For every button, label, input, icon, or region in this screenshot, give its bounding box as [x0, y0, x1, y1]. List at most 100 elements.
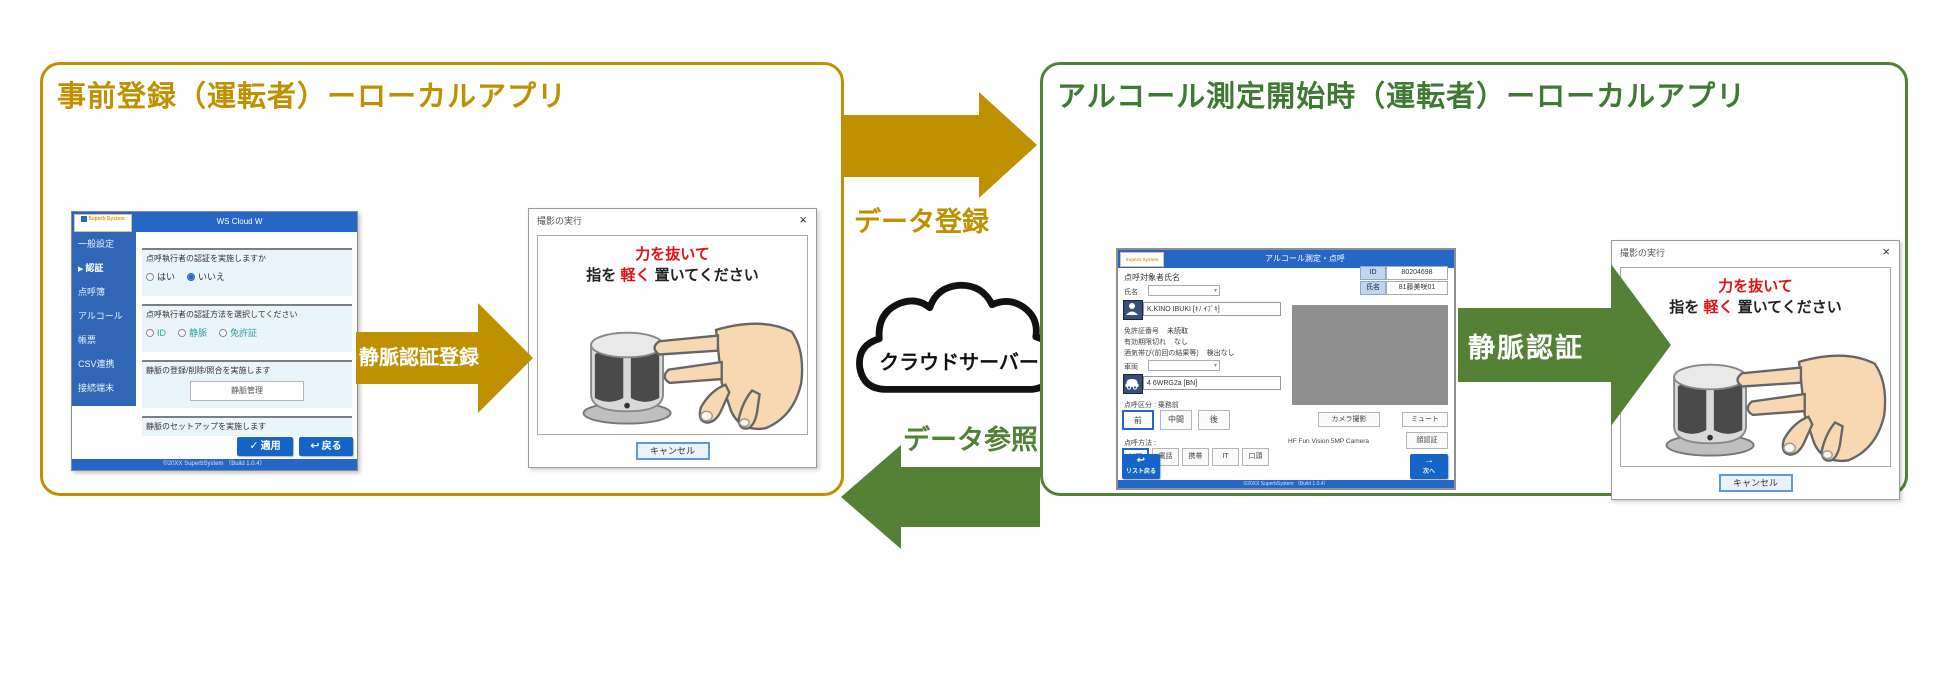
local-app-window: Superb System WS Cloud W 一般設定 ▶認証 点呼簿 アル… — [71, 211, 358, 471]
pre-registration-title: 事前登録（運転者）ーローカルアプリ — [57, 81, 568, 113]
section-vein-manage: 静脈の登録/削除/照合を実施します 静脈管理 — [142, 360, 352, 408]
method-button-it[interactable]: IT — [1212, 448, 1239, 466]
status-bar: ©20XX SuperbSystem （Build 1.0.4） — [72, 459, 357, 470]
dialog-title: 撮影の実行 — [537, 216, 583, 226]
measurement-panel: アルコール測定開始時（運転者）ーローカルアプリ Superb System アル… — [1040, 62, 1908, 500]
next-button[interactable]: →次へ — [1410, 454, 1448, 479]
arrow-body — [841, 115, 979, 177]
driver-icon — [1123, 300, 1143, 320]
dialog-content: 力を抜いて 指を 軽く 置いてください — [1620, 267, 1891, 467]
instruction-line2: 指を 軽く 置いてください — [586, 267, 759, 284]
radio-no[interactable]: いいえ — [187, 270, 225, 283]
camera-shoot-button[interactable]: カメラ撮影 — [1318, 412, 1380, 427]
alcohol-result-row: 酒気帯び(前回の結果等)検出なし — [1124, 350, 1235, 357]
instruction-line1: 力を抜いて — [1718, 278, 1793, 295]
camera-device-select[interactable]: HF Fun Vision 5MP Camera — [1288, 438, 1370, 445]
radio-selected-icon — [187, 272, 196, 281]
sidebar: 一般設定 ▶認証 点呼簿 アルコール 帳票 CSV連携 接続端末 — [72, 232, 136, 406]
radio-icon — [178, 328, 186, 337]
settings-content: 点呼執行者の認証を実施しますか はい いいえ 点呼執行者の認証方法を選択してくだ… — [136, 232, 357, 459]
status-bar: ©20XX SuperbSystem （Build 1.0.4） — [1118, 480, 1454, 488]
back-button[interactable]: ↩戻る — [299, 437, 353, 456]
camera-preview — [1292, 305, 1448, 405]
radio-vein[interactable]: 静脈 — [178, 326, 207, 339]
sidebar-item-auth[interactable]: ▶認証 — [78, 263, 104, 273]
radio-yes[interactable]: はい — [146, 270, 175, 283]
radio-id[interactable]: ID — [146, 328, 166, 338]
vein-scanner-illustration — [582, 322, 804, 431]
list-back-button[interactable]: ↩リスト戻る — [1122, 454, 1160, 479]
close-icon[interactable]: × — [799, 212, 807, 227]
active-marker-icon: ▶ — [78, 266, 84, 273]
radio-icon — [146, 272, 154, 281]
dialog-content: 力を抜いて 指を 軽く 置いてください — [537, 235, 808, 435]
vein-auth-arrow-label: 静脈認証 — [1468, 333, 1584, 363]
vehicle-field[interactable]: 4 6WRG2a [BN] — [1143, 376, 1281, 390]
section-heading: 静脈のセットアップを実施します — [146, 422, 266, 431]
name-label-cell: 氏名 — [1360, 281, 1386, 295]
section-heading: 静脈の登録/削除/照合を実施します — [146, 366, 271, 375]
driver-select[interactable] — [1148, 285, 1220, 296]
check-icon: ✓ — [249, 440, 259, 452]
arrow-body — [901, 467, 1040, 527]
license-number-row: 免許証番号未読取 — [1124, 328, 1188, 335]
sidebar-item-alcohol[interactable]: アルコール — [78, 311, 123, 321]
sidebar-item-csv[interactable]: CSV連携 — [78, 359, 115, 369]
undo-icon: ↩ — [310, 440, 320, 452]
license-expiry-row: 有効期限切れなし — [1124, 339, 1188, 346]
vehicle-icon — [1123, 374, 1143, 394]
method-button-keitai[interactable]: 携帯 — [1182, 448, 1209, 466]
pre-registration-panel: 事前登録（運転者）ーローカルアプリ Superb System WS Cloud… — [40, 62, 844, 496]
dialog-titlebar: 撮影の実行 × — [1612, 241, 1899, 262]
vein-register-arrow-label: 静脈認証登録 — [359, 347, 479, 369]
arrow-head-icon — [841, 445, 901, 549]
window-titlebar: Superb System アルコール測定・点呼 — [1118, 250, 1454, 268]
sidebar-item-report[interactable]: 帳票 — [78, 335, 97, 345]
capture-dialog: 撮影の実行 × 力を抜いて 指を 軽く 置いてください — [528, 208, 817, 468]
driver-name-field[interactable]: K.KINO IBUKI [ｷﾉ ｲﾌﾞｷ] — [1143, 302, 1281, 316]
vehicle-label: 車両 — [1124, 364, 1138, 371]
window-titlebar: Superb System WS Cloud W — [72, 212, 357, 232]
name-value-cell: 81藤美咲01 — [1386, 281, 1448, 295]
arrow-head-icon — [979, 92, 1037, 198]
data-register-arrow — [841, 92, 1041, 198]
tenko-kubun-label: 点呼区分 : 乗務前 — [1124, 402, 1179, 409]
section-auth-question: 点呼執行者の認証を実施しますか はい いいえ — [142, 248, 352, 296]
tenko-method-label: 点呼方法 : — [1124, 440, 1156, 447]
dialog-titlebar: 撮影の実行 × — [529, 209, 816, 230]
measurement-title: アルコール測定開始時（運転者）ーローカルアプリ — [1057, 81, 1747, 113]
window-title: WS Cloud W — [216, 217, 263, 226]
app-logo: Superb System — [74, 214, 132, 232]
sidebar-item-general-settings[interactable]: 一般設定 — [78, 239, 115, 249]
sidebar-item-tenko[interactable]: 点呼簿 — [78, 287, 106, 297]
data-reference-label: データ参照 — [903, 425, 1038, 455]
method-button-kotou[interactable]: 口頭 — [1242, 448, 1269, 466]
name-label: 氏名 — [1124, 289, 1138, 296]
subject-name-label: 点呼対象者氏名 — [1124, 273, 1180, 282]
vehicle-select[interactable] — [1148, 360, 1220, 371]
kubun-button-chukan[interactable]: 中間 — [1160, 410, 1192, 430]
face-auth-button[interactable]: 顔認証 — [1406, 432, 1448, 449]
mute-button[interactable]: ミュート — [1402, 412, 1448, 427]
app-logo: Superb System — [1120, 252, 1164, 267]
vein-auth-arrow: 静脈認証 — [1458, 264, 1673, 426]
logo-icon — [81, 215, 88, 222]
apply-button[interactable]: ✓適用 — [237, 437, 293, 456]
radio-license[interactable]: 免許証 — [219, 326, 257, 339]
radio-icon — [146, 328, 154, 337]
arrow-head-icon — [1611, 264, 1671, 426]
close-icon[interactable]: × — [1882, 244, 1890, 259]
cancel-button[interactable]: キャンセル — [1718, 474, 1793, 492]
measurement-app-window: Superb System アルコール測定・点呼 点呼対象者氏名 氏名 K.KI… — [1116, 248, 1456, 490]
data-reference-arrow — [841, 445, 1041, 549]
kubun-button-mae[interactable]: 前 — [1122, 410, 1154, 430]
sidebar-item-terminal[interactable]: 接続端末 — [78, 383, 115, 393]
cancel-button[interactable]: キャンセル — [635, 442, 710, 460]
kubun-button-ato[interactable]: 後 — [1198, 410, 1230, 430]
arrow-body — [1458, 308, 1611, 382]
id-label-cell: ID — [1360, 266, 1386, 280]
vein-manage-button[interactable]: 静脈管理 — [190, 381, 304, 401]
radio-icon — [219, 328, 228, 337]
cloud-icon — [856, 281, 1061, 393]
